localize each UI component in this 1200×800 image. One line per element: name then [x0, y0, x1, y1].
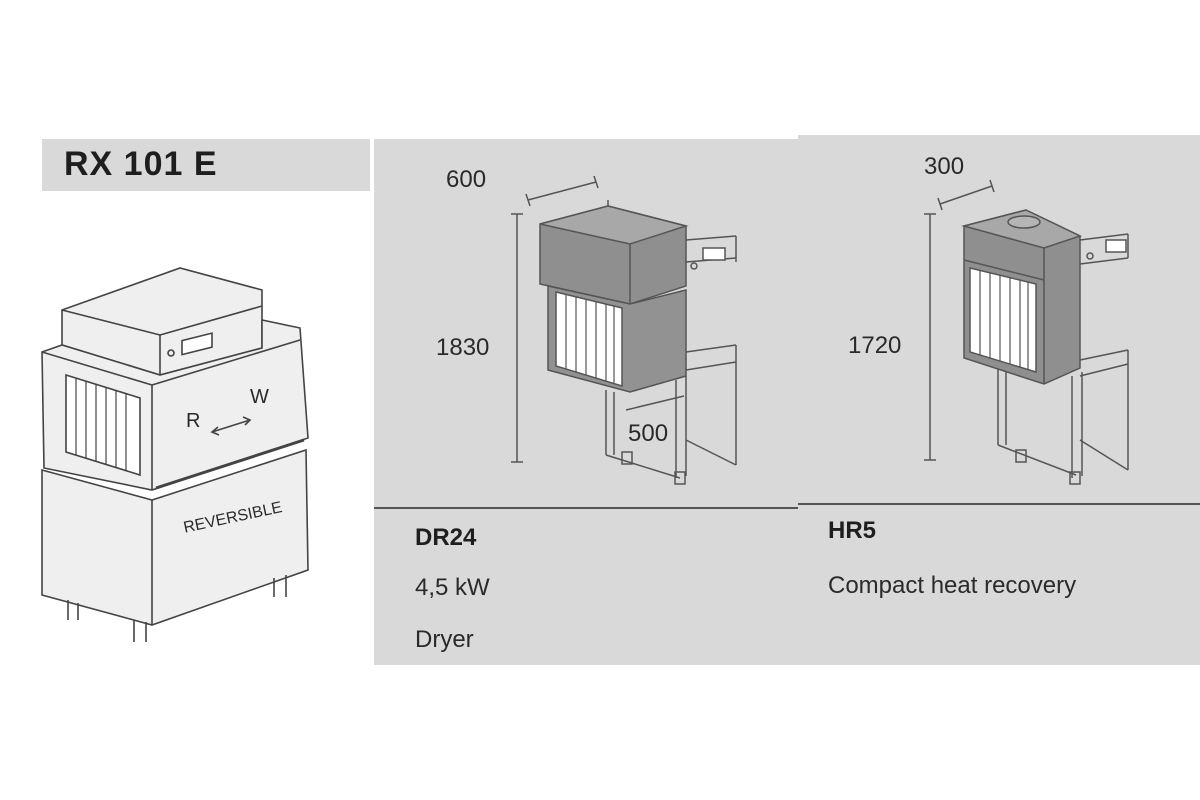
dryer-drawing — [511, 175, 737, 485]
heat-recovery-drawing — [924, 179, 1129, 485]
dryer-height-label: 1830 — [436, 334, 490, 361]
direction-w-label: W — [250, 386, 269, 408]
hr-name: Compact heat recovery — [828, 572, 1077, 599]
direction-r-label: R — [186, 410, 201, 432]
dryer-width-label: 600 — [446, 166, 487, 193]
dryer-depth-label: 500 — [628, 420, 669, 447]
heat-recovery-divider — [798, 503, 1200, 505]
hr-height-label: 1720 — [848, 332, 902, 359]
hr-width-label: 300 — [924, 153, 965, 180]
hr-code: HR5 — [828, 517, 877, 544]
model-title-box: RX 101 E — [42, 139, 370, 191]
model-title: RX 101 E — [64, 145, 218, 183]
dryer-name: Dryer — [415, 626, 474, 653]
dryer-code: DR24 — [415, 524, 477, 551]
dryer-divider — [374, 507, 798, 509]
dryer-power: 4,5 kW — [415, 574, 490, 601]
dishwasher-drawing — [41, 267, 309, 642]
